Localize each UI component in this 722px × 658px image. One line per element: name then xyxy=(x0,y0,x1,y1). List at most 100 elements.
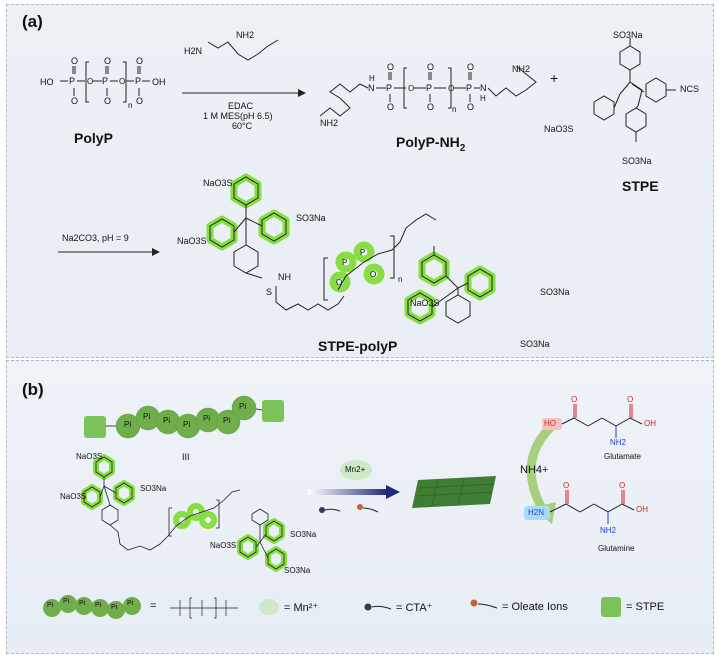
legend-stpe-square xyxy=(601,597,621,617)
svg-text:n: n xyxy=(398,275,402,284)
svg-text:P: P xyxy=(102,76,108,86)
condition-mes: 1 M MES(pH 6.5) xyxy=(203,111,273,121)
pi-bead-2: Pi xyxy=(143,412,151,421)
svg-text:O: O xyxy=(136,96,143,106)
pi-bead-4: Pi xyxy=(183,420,191,429)
svg-text:O: O xyxy=(104,96,111,106)
svg-text:O: O xyxy=(627,395,633,404)
legend-pi-2: Pi xyxy=(63,598,70,605)
stpe-label: STPE xyxy=(622,178,659,194)
svg-text:O: O xyxy=(119,77,125,86)
product-nao3s-top: NaO3S xyxy=(203,178,233,188)
legend-oleate-label: = Oleate Ions xyxy=(502,601,568,613)
pi-bead-1: Pi xyxy=(124,420,132,429)
polyp-end-left: HO xyxy=(40,77,54,87)
svg-text:O: O xyxy=(467,102,474,112)
polyp-n-subscript: n xyxy=(128,101,133,110)
svg-text:O: O xyxy=(571,395,577,404)
svg-text:N: N xyxy=(368,83,375,93)
svg-text:P: P xyxy=(466,83,472,93)
svg-text:O: O xyxy=(387,102,394,112)
legend-pi-5: Pi xyxy=(111,604,118,611)
polyp-end-right: OH xyxy=(152,77,166,87)
step2-conditions: Na2CO3, pH = 9 xyxy=(62,233,129,243)
pi-bead-chain xyxy=(84,395,284,439)
stpe-so3na-top: SO3Na xyxy=(613,30,643,40)
panel-b-label: (b) xyxy=(22,380,44,399)
svg-text:H: H xyxy=(480,94,486,103)
svg-text:O: O xyxy=(87,77,93,86)
cta-head-icon xyxy=(319,507,325,513)
mini-nao3s-top: NaO3S xyxy=(76,452,103,461)
svg-text:P: P xyxy=(426,83,432,93)
svg-text:O: O xyxy=(467,62,474,72)
mini-stpe-polyp xyxy=(81,454,287,572)
svg-text:O: O xyxy=(619,481,625,490)
product-s-label: S xyxy=(266,287,273,297)
glutamate-oh: OH xyxy=(644,419,656,428)
stpe-square-left xyxy=(84,416,106,438)
legend-mn-label: = Mn²⁺ xyxy=(284,602,319,614)
reagent-nh2-left: H2N xyxy=(184,46,203,56)
svg-text:O: O xyxy=(104,56,111,66)
polyp-nh2-label: PolyP-NH2 xyxy=(396,134,466,154)
glutamate-label: Glutamate xyxy=(604,452,641,461)
glutamate-nh2: NH2 xyxy=(610,438,627,447)
product-nao3s-bottom: NaO3S xyxy=(410,298,440,308)
oleate-head-icon xyxy=(357,504,363,510)
mini-nao3s-bottom: NaO3S xyxy=(210,541,237,550)
mn-bubble xyxy=(340,460,372,480)
legend-pi-equals: = xyxy=(150,600,157,612)
legend-pi-6: Pi xyxy=(127,600,134,607)
legend-cta-icon xyxy=(364,603,392,611)
svg-text:H: H xyxy=(369,74,375,83)
mini-nao3s-left: NaO3S xyxy=(60,492,87,501)
svg-text:P: P xyxy=(342,258,347,267)
glutamine-nh2: NH2 xyxy=(600,526,617,535)
condition-temp: 60°C xyxy=(232,121,253,131)
product-so3na-right: SO3Na xyxy=(296,213,326,223)
stpe-so3na-bottom: SO3Na xyxy=(622,156,652,166)
legend-cta-label: = CTA⁺ xyxy=(396,602,433,614)
condition-edac: EDAC xyxy=(228,101,254,111)
product-nao3s-left: NaO3S xyxy=(177,236,207,246)
stpe-ncs: NCS xyxy=(680,84,700,94)
glutamate-ho: HO xyxy=(544,419,556,428)
pi-bead-3: Pi xyxy=(163,416,171,425)
nh4-label: NH4+ xyxy=(520,464,549,476)
stpe-structure xyxy=(593,38,676,142)
stpe-polyp-structure: PP OO n xyxy=(206,173,496,325)
svg-text:P: P xyxy=(360,248,365,257)
stpe-square-right xyxy=(262,400,284,422)
reagent-nh2-right: NH2 xyxy=(236,30,255,40)
legend-pi-chain xyxy=(43,595,141,619)
legend-mn-bubble xyxy=(259,599,279,615)
svg-text:O: O xyxy=(387,62,394,72)
svg-text:O: O xyxy=(408,84,414,93)
svg-text:P: P xyxy=(69,76,75,86)
reaction-arrow-1 xyxy=(182,89,306,97)
svg-text:O: O xyxy=(448,84,454,93)
pi-bead-7: Pi xyxy=(239,402,247,411)
mini-so3na-right: SO3Na xyxy=(140,484,167,493)
product-so3na-bottom-right: SO3Na xyxy=(540,287,570,297)
glutamine-oh: OH xyxy=(636,505,648,514)
legend-stpe-label: = STPE xyxy=(626,601,665,613)
panel-a-label: (a) xyxy=(22,12,43,31)
legend-oleate-icon xyxy=(470,599,498,609)
plus-sign: + xyxy=(550,70,559,86)
mn-polyp-film xyxy=(412,476,496,508)
diamine-reagent xyxy=(207,39,279,61)
svg-text:O: O xyxy=(71,96,78,106)
svg-text:O: O xyxy=(336,278,342,287)
surfactant-icons xyxy=(319,504,379,513)
product-so3na-bottom: SO3Na xyxy=(520,339,550,349)
polyp-nh2-nh2-right: NH2 xyxy=(512,64,531,74)
three-bars-symbol: III xyxy=(182,452,190,462)
legend-pi-3: Pi xyxy=(79,600,86,607)
